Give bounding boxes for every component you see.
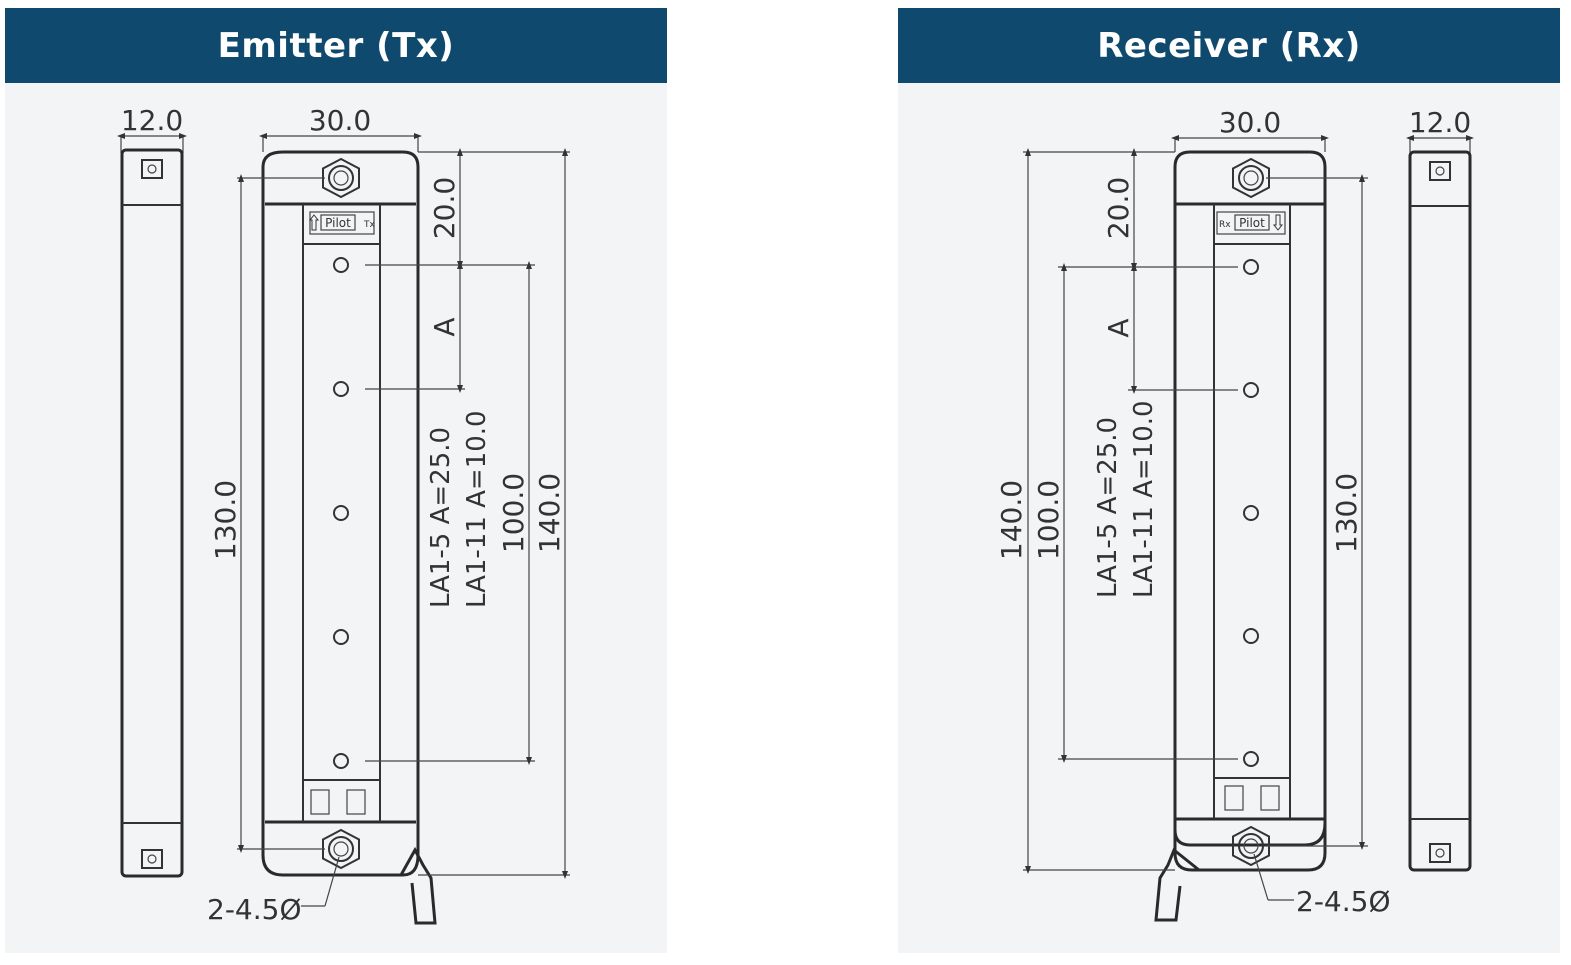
receiver-beam-span-label: 100.0 bbox=[1032, 480, 1065, 560]
receiver-front-width-label: 30.0 bbox=[1219, 106, 1281, 139]
emitter-model-1: LA1-5 A=25.0 bbox=[426, 427, 456, 608]
receiver-side-width-label: 12.0 bbox=[1409, 106, 1471, 139]
emitter-pilot-prefix: Tx bbox=[363, 220, 375, 230]
emitter-model-2: LA1-11 A=10.0 bbox=[462, 410, 492, 608]
emitter-side-view: 12.0 bbox=[117, 104, 187, 878]
receiver-mount-span-label: 130.0 bbox=[1330, 473, 1363, 553]
emitter-hole-callout: 2-4.5Ø bbox=[207, 893, 302, 926]
receiver-pilot-label: Pilot bbox=[1239, 216, 1265, 230]
receiver-dimensions: 140.0 100.0 LA1-5 A=25.0 LA1-11 A=10.0 2… bbox=[995, 148, 1391, 918]
receiver-hole-callout: 2-4.5Ø bbox=[1296, 885, 1391, 918]
receiver-top-offset-label: 20.0 bbox=[1102, 177, 1135, 239]
receiver-model-2: LA1-11 A=10.0 bbox=[1129, 400, 1159, 598]
emitter-pilot-label: Pilot bbox=[325, 216, 351, 230]
emitter-pitch-label: A bbox=[428, 317, 461, 336]
emitter-mount-span-label: 130.0 bbox=[209, 480, 242, 560]
emitter-title: Emitter (Tx) bbox=[5, 8, 667, 83]
emitter-front-width-label: 30.0 bbox=[309, 104, 371, 137]
emitter-side-width-label: 12.0 bbox=[121, 104, 183, 137]
receiver-overall-height-label: 140.0 bbox=[995, 480, 1028, 560]
emitter-dimensions: 130.0 20.0 A LA1-5 A=25.0 LA1-11 A=10.0 … bbox=[207, 148, 570, 926]
receiver-panel: Receiver (Rx) bbox=[898, 8, 1560, 953]
receiver-title: Receiver (Rx) bbox=[898, 8, 1560, 83]
emitter-beam-span-label: 100.0 bbox=[497, 473, 530, 553]
emitter-panel: Emitter (Tx) 12.0 bbox=[5, 8, 667, 953]
receiver-side-view: 12.0 bbox=[1406, 106, 1474, 872]
emitter-top-offset-label: 20.0 bbox=[428, 177, 461, 239]
receiver-front-view: Rx Pilot 30.0 bbox=[1154, 106, 1329, 922]
emitter-front-view: Pilot Tx 30.0 bbox=[259, 104, 437, 925]
receiver-pilot-prefix: Rx bbox=[1219, 220, 1231, 230]
emitter-overall-height-label: 140.0 bbox=[533, 473, 566, 553]
receiver-pitch-label: A bbox=[1102, 318, 1135, 337]
receiver-model-1: LA1-5 A=25.0 bbox=[1093, 417, 1123, 598]
emitter-drawing: 12.0 bbox=[117, 104, 570, 926]
receiver-drawing: Rx Pilot 30.0 12.0 bbox=[995, 106, 1474, 922]
